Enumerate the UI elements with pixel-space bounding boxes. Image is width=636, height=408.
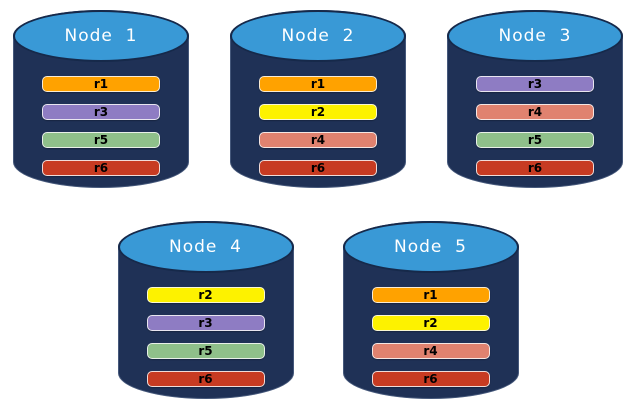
node-row-top: Node 1 r1 r3 r5 r6 Node 2 r1 r2 r4 r6 Node 3 r… [0, 0, 636, 188]
replica-bar-group: r2 r3 r5 r6 [146, 287, 265, 387]
replica-bar-label: r2 [198, 288, 213, 302]
node-cylinder: Node 2 r1 r2 r4 r6 [230, 10, 406, 188]
replica-bar-group: r1 r2 r4 r6 [371, 287, 490, 387]
replica-bar-label: r6 [423, 372, 438, 386]
replica-bar-label: r6 [310, 161, 326, 175]
replica-bar-label: r4 [310, 133, 326, 147]
cylinder-top-ellipse: Node 5 [342, 221, 519, 273]
replica-bar: r2 [259, 104, 377, 120]
replica-bar-label: r6 [527, 161, 543, 175]
replica-bar-label: r1 [93, 77, 109, 91]
node-cylinder: Node 5 r1 r2 r4 r6 [342, 221, 519, 399]
node-cylinder: Node 4 r2 r3 r5 r6 [117, 221, 294, 399]
replica-bar: r1 [259, 76, 377, 92]
replica-bar: r6 [146, 371, 265, 387]
replica-bar: r5 [476, 132, 594, 148]
replica-bar: r3 [146, 315, 265, 331]
cylinder-top-ellipse: Node 3 [447, 10, 623, 62]
replica-bar: r6 [476, 160, 594, 176]
replica-bar: r4 [259, 132, 377, 148]
replica-bar: r1 [371, 287, 490, 303]
node-label: Node 5 [394, 237, 467, 257]
replica-bar: r6 [259, 160, 377, 176]
replica-bar-label: r4 [423, 344, 438, 358]
cylinder-top-ellipse: Node 1 [13, 10, 189, 62]
replica-bar: r2 [146, 287, 265, 303]
replica-bar-label: r1 [310, 77, 326, 91]
cylinder-top-ellipse: Node 2 [230, 10, 406, 62]
replica-bar: r3 [42, 104, 160, 120]
replica-bar-label: r2 [423, 316, 438, 330]
node-cylinder: Node 1 r1 r3 r5 r6 [13, 10, 189, 188]
replica-bar: r2 [371, 315, 490, 331]
replica-bar: r5 [42, 132, 160, 148]
replica-bar: r4 [476, 104, 594, 120]
replica-bar: r6 [371, 371, 490, 387]
replica-bar-label: r3 [527, 77, 543, 91]
replica-bar-label: r4 [527, 105, 543, 119]
node-label: Node 4 [169, 237, 242, 257]
replica-bar: r4 [371, 343, 490, 359]
replica-bar-group: r1 r3 r5 r6 [42, 76, 160, 176]
replica-bar-label: r1 [423, 288, 438, 302]
replica-bar: r1 [42, 76, 160, 92]
node-label: Node 2 [281, 26, 355, 46]
replica-bar-group: r3 r4 r5 r6 [476, 76, 594, 176]
replica-bar-label: r6 [198, 372, 213, 386]
replica-bar-label: r2 [310, 105, 326, 119]
node-label: Node 3 [498, 26, 572, 46]
replica-bar-label: r5 [93, 133, 109, 147]
node-cylinder: Node 3 r3 r4 r5 r6 [447, 10, 623, 188]
replica-bar: r6 [42, 160, 160, 176]
replica-bar-label: r5 [198, 344, 213, 358]
replica-bar-label: r3 [198, 316, 213, 330]
cylinder-top-ellipse: Node 4 [117, 221, 294, 273]
replica-bar: r5 [146, 343, 265, 359]
replica-bar-label: r5 [527, 133, 543, 147]
replica-bar-label: r6 [93, 161, 109, 175]
replica-bar-label: r3 [93, 105, 109, 119]
replica-bar: r3 [476, 76, 594, 92]
node-row-bottom: Node 4 r2 r3 r5 r6 Node 5 r1 r2 r4 r6 [0, 221, 636, 399]
replica-bar-group: r1 r2 r4 r6 [259, 76, 377, 176]
node-label: Node 1 [64, 26, 138, 46]
